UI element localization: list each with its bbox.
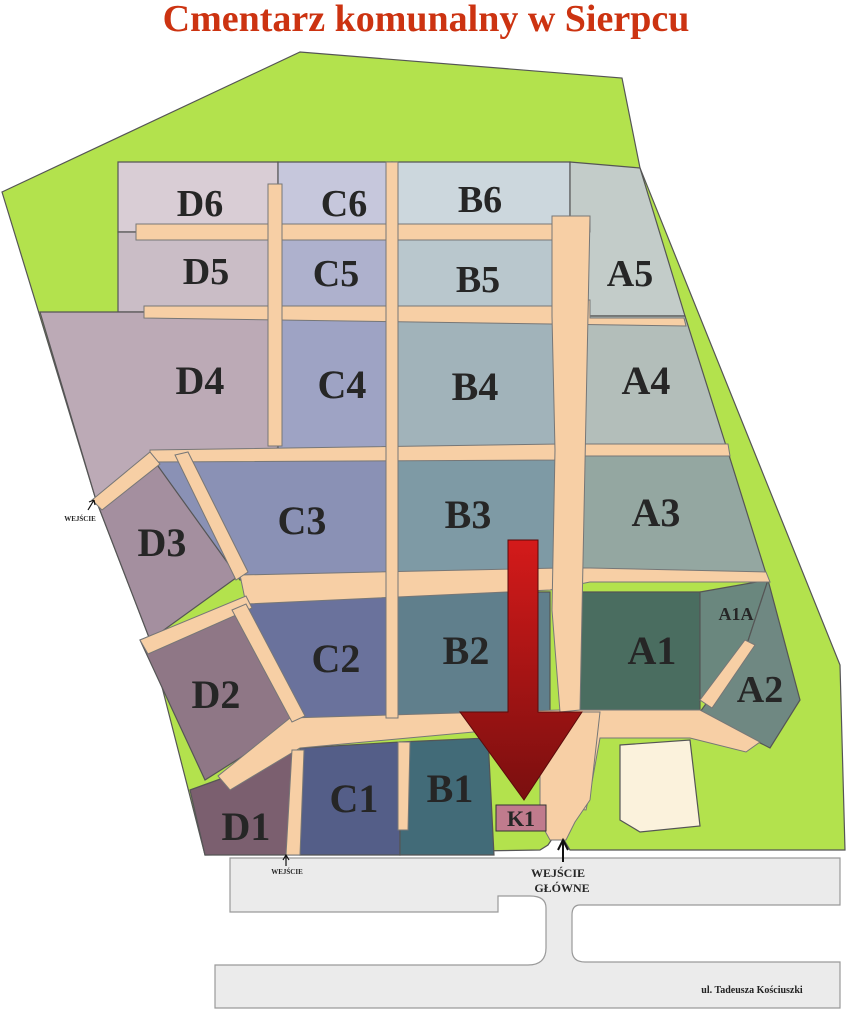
label-A1: A1 [628,628,677,673]
entrance-west-label: WEJŚCIE [64,515,96,523]
label-B5: B5 [456,259,500,301]
path-a1a [699,639,756,709]
arrow-main-icon [557,837,569,862]
entrance-south-label: WEJŚCIE [271,868,303,876]
arrow-south-icon [282,853,290,866]
label-B4: B4 [452,364,499,409]
section-labels: D6 C6 B6 D5 C5 B5 A5 D4 C4 B4 A4 D3 C3 B… [138,179,784,849]
label-C1: C1 [330,776,379,821]
path-col-c [385,161,399,719]
path-col-d [267,183,283,447]
street-label: ul. Tadeusza Kościuszki [701,985,803,996]
label-D3: D3 [138,520,187,565]
label-D4: D4 [176,358,225,403]
chapel-k1[interactable] [495,804,547,832]
label-C2: C2 [312,636,361,681]
label-A4: A4 [622,358,671,403]
label-D5: D5 [183,251,229,293]
label-C5: C5 [313,253,359,295]
path-diag-west [91,451,161,511]
roads [214,857,841,1009]
entrance-main-label-2: GŁÓWNE [534,881,589,895]
label-D2: D2 [192,672,241,717]
label-C6: C6 [321,183,367,225]
path-b1 [397,741,411,831]
path-d1 [285,749,305,856]
label-K1: K1 [507,806,535,831]
page-title: Cmentarz komunalny w Sierpcu [162,0,690,40]
path-diag-c2 [231,603,306,723]
label-B2: B2 [443,628,490,673]
path-diag-d2 [139,595,253,655]
paths [91,161,771,856]
label-B1: B1 [427,766,474,811]
label-A5: A5 [607,253,653,295]
label-A3: A3 [632,490,681,535]
section-chapel-area [619,739,701,833]
direction-arrow [459,539,583,801]
label-A1A: A1A [719,604,754,624]
entrances: WEJŚCIE WEJŚCIE WEJŚCIE GŁÓWNE [64,499,590,895]
label-A2: A2 [737,669,783,711]
arrow-west-icon [87,499,96,511]
label-D1: D1 [222,804,271,849]
path-col-a [551,215,591,713]
label-B6: B6 [458,179,502,221]
label-D6: D6 [177,183,223,225]
entrance-main-label-1: WEJŚCIE [531,866,585,880]
label-C4: C4 [318,362,367,407]
label-B3: B3 [445,492,492,537]
path-diag-c3 [174,451,249,581]
label-C3: C3 [278,498,327,543]
road-upper [214,857,841,1009]
sections [39,161,801,856]
